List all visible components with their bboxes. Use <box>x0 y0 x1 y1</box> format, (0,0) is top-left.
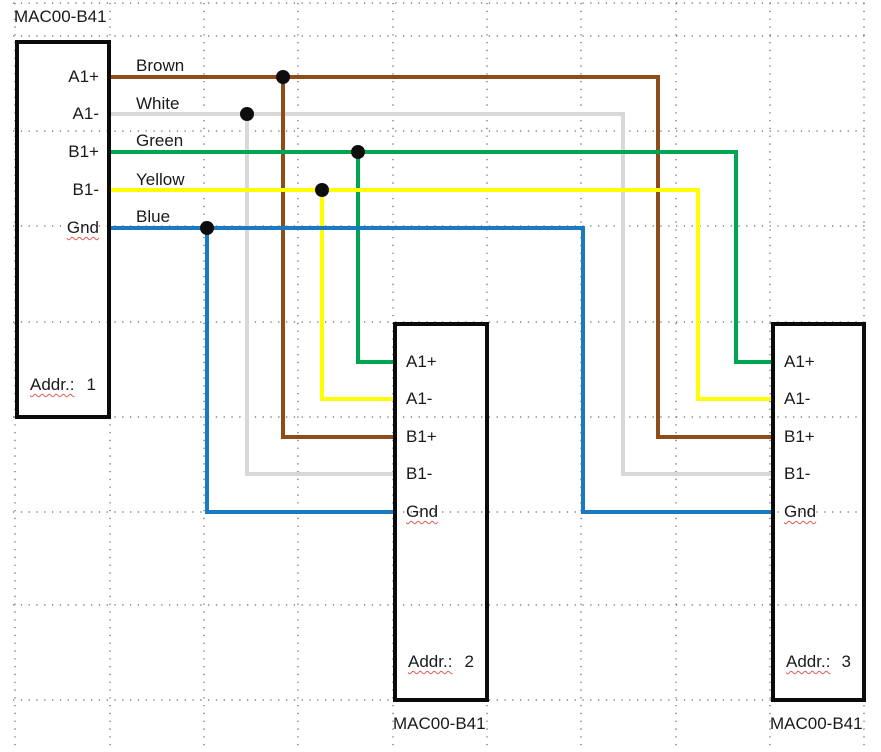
module1-pin-a1minus: A1- <box>72 104 99 123</box>
module3-box: A1+ A1- B1+ B1- Gnd Addr.: 3 <box>771 322 866 702</box>
blue-junction-dot <box>200 221 214 235</box>
brown-wire-main <box>108 75 775 439</box>
module3-address-label: Addr.: <box>786 652 831 671</box>
green-junction-dot <box>351 145 365 159</box>
brown-junction-dot <box>276 70 290 84</box>
blue-wire-main <box>108 226 775 514</box>
wire-label-yellow: Yellow <box>136 170 185 189</box>
module1-address-row: Addr.: 1 <box>30 375 96 395</box>
wire-label-green: Green <box>136 131 184 150</box>
module2-box: A1+ A1- B1+ B1- Gnd Addr.: 2 <box>393 322 489 702</box>
module1-address-value: 1 <box>86 375 96 394</box>
white-junction-dot <box>240 107 254 121</box>
module3-address-row: Addr.: 3 <box>786 652 851 672</box>
module1-pin-a1plus: A1+ <box>68 67 99 86</box>
module1-pin-b1minus: B1- <box>72 180 99 199</box>
module2-address-label: Addr.: <box>408 652 453 671</box>
module1-box: A1+ A1- B1+ B1- Gnd Addr.: 1 <box>15 40 111 419</box>
green-wire-branch <box>356 152 397 364</box>
module3-title: MAC00-B41 <box>770 714 863 733</box>
yellow-junction-dot <box>315 183 329 197</box>
blue-wire-branch <box>205 228 397 514</box>
green-wire-main <box>108 150 775 364</box>
brown-wire-branch <box>281 77 397 439</box>
module2-address-value: 2 <box>464 652 474 671</box>
module2-title: MAC00-B41 <box>393 714 486 733</box>
yellow-wire-main <box>108 188 775 401</box>
module1-pin-b1plus: B1+ <box>68 142 99 161</box>
wire-label-white: White <box>136 94 180 113</box>
white-wire-main <box>108 112 775 476</box>
yellow-wire-branch <box>320 190 397 401</box>
wire-label-brown: Brown <box>136 56 185 75</box>
module2-pin-b1plus: B1+ <box>406 427 437 446</box>
module3-pin-a1minus: A1- <box>784 389 811 408</box>
module3-pin-b1plus: B1+ <box>784 427 815 446</box>
white-wire-branch <box>245 114 397 476</box>
module3-pin-gnd: Gnd <box>784 502 817 521</box>
module3-pin-a1plus: A1+ <box>784 352 815 371</box>
module2-pin-gnd: Gnd <box>406 502 439 521</box>
module1-title: MAC00-B41 <box>14 7 107 26</box>
module2-pin-b1minus: B1- <box>406 464 433 483</box>
module3-address-value: 3 <box>841 652 851 671</box>
wire-label-blue: Blue <box>136 207 171 226</box>
module1-pin-gnd: Gnd <box>66 218 99 237</box>
module2-address-row: Addr.: 2 <box>408 652 474 672</box>
module2-pin-a1minus: A1- <box>406 389 433 408</box>
module3-pin-b1minus: B1- <box>784 464 811 483</box>
module1-address-label: Addr.: <box>30 375 75 394</box>
module2-pin-a1plus: A1+ <box>406 352 437 371</box>
